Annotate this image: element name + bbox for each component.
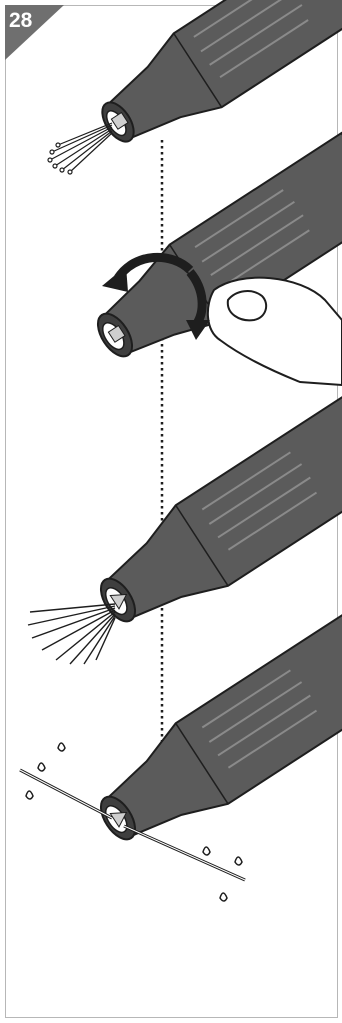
step-number: 28 <box>9 10 32 31</box>
tool-body <box>84 0 342 165</box>
panel-1-bristles-in-collet <box>48 0 342 174</box>
panel-4-wire-cut <box>20 609 342 901</box>
wire-bristles-icon <box>48 123 112 174</box>
panel-3-bristles-fanned <box>28 391 342 664</box>
panel-2-twist-to-tighten <box>79 133 342 385</box>
tool-body <box>81 391 342 647</box>
step-badge: 28 <box>0 0 66 62</box>
tool-body <box>81 609 342 865</box>
wire-bristles-icon <box>28 604 115 664</box>
thumb <box>228 291 266 320</box>
hand-icon <box>208 278 342 385</box>
